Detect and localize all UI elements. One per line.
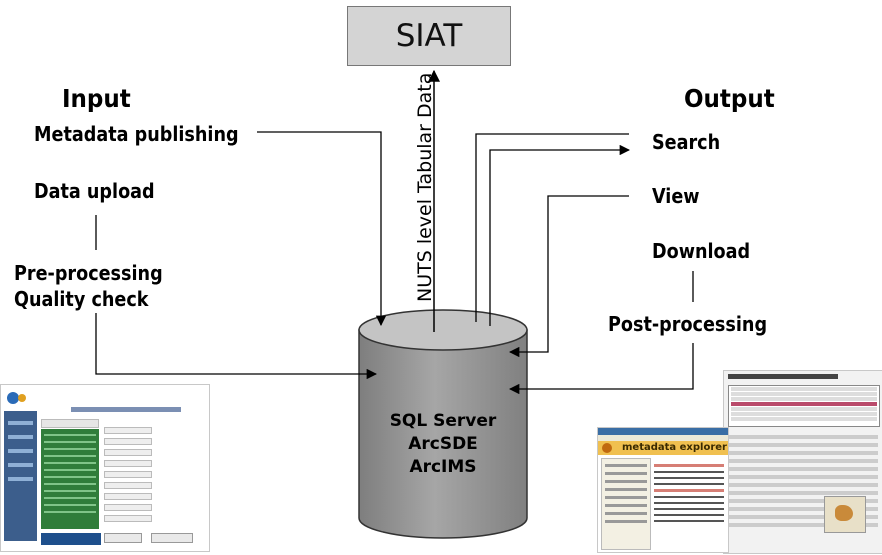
post-processing-arrow [508,343,694,395]
metadata-retrieval-tool-thumbnail [723,370,882,554]
nuts-tabular-data-label: NUTS level Tabular Data [414,72,436,302]
database-line-3: ArcIMS [409,457,477,477]
view-label: View [652,184,700,208]
metadata-publishing-arrow [257,131,387,327]
view-arrow [508,195,629,358]
database-label: SQL Server ArcSDE ArcIMS [377,410,509,479]
search-link-b [489,144,631,326]
input-heading: Input [62,84,131,113]
brand-logo-icon [7,392,26,404]
explorer-menu-bar [598,435,728,441]
explorer-results [654,460,724,548]
siat-label: SIAT [395,18,463,54]
thumbnail-table [41,533,101,545]
metadata-publishing-label: Metadata publishing [34,122,239,146]
search-link-a [475,133,629,322]
database-line-1: SQL Server [389,411,497,431]
retrieval-tool-title-bar [728,374,838,379]
retrieval-tool-details [728,431,878,546]
data-upload-label: Data upload [34,179,155,203]
thumbnail-tab-bar [41,419,99,428]
explorer-header: metadata explorer [598,441,728,455]
explorer-title: metadata explorer [622,442,727,453]
post-processing-label: Post-processing [608,312,768,336]
thumbnail-title-bar [71,407,181,412]
thumbnail-button-1 [104,533,142,543]
thumbnail-form [104,423,152,533]
metadata-application-thumbnail [0,384,210,552]
download-label: Download [652,239,751,263]
thumbnail-sidebar [4,411,37,541]
europe-map-icon [824,496,866,533]
quality-check-arrow [95,313,378,380]
database-line-2: ArcSDE [408,434,478,454]
globe-icon [602,443,612,453]
pre-processing-label: Pre-processing [14,261,163,285]
thumbnail-tree-panel [41,429,99,529]
retrieval-tool-results-grid [728,385,880,427]
quality-check-label: Quality check [14,287,149,311]
explorer-search-panel [601,458,651,550]
explorer-window-bar [598,428,728,435]
search-label: Search [652,130,721,154]
database-cylinder [358,309,528,539]
thumbnail-button-2 [151,533,193,543]
siat-box: SIAT [347,6,511,66]
output-heading: Output [684,84,775,113]
metadata-explorer-thumbnail: metadata explorer [597,427,729,553]
